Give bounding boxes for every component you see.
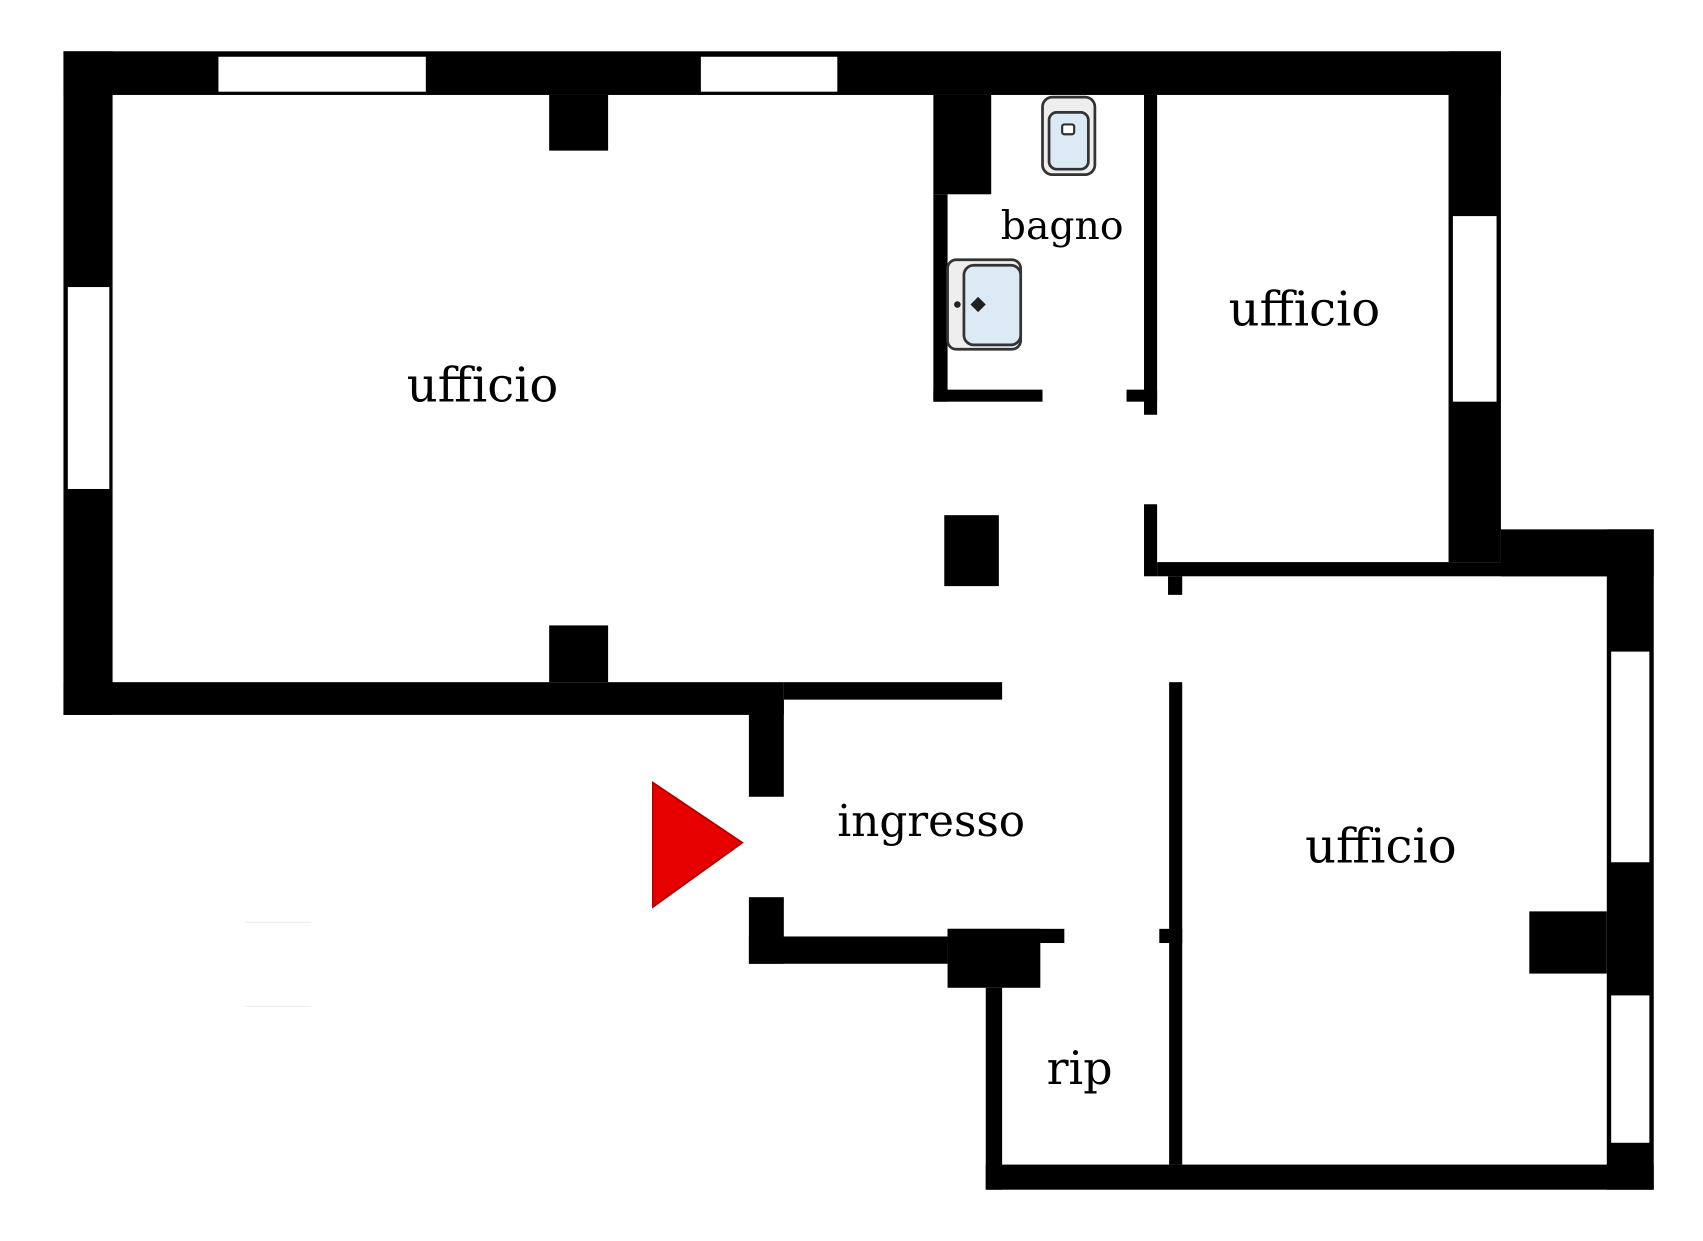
window <box>700 56 838 92</box>
room-label-entrance: ingresso <box>837 796 1025 847</box>
windows <box>67 56 1650 1143</box>
room-label-office-upper-right: ufficio <box>1229 281 1381 337</box>
room-label-office-large: ufficio <box>407 358 559 414</box>
window <box>1452 216 1497 402</box>
room-label-bathroom: bagno <box>1001 204 1124 249</box>
entrance-arrow-icon <box>652 781 744 909</box>
window <box>1611 651 1650 863</box>
room-label-office-lower-right: ufficio <box>1305 818 1457 874</box>
window <box>67 287 110 489</box>
window <box>218 56 426 92</box>
walls <box>63 51 1654 1190</box>
sink-icon <box>946 258 1023 351</box>
room-label-storage: rip <box>1047 1041 1113 1095</box>
toilet-icon <box>1041 95 1097 176</box>
window <box>1611 995 1650 1143</box>
